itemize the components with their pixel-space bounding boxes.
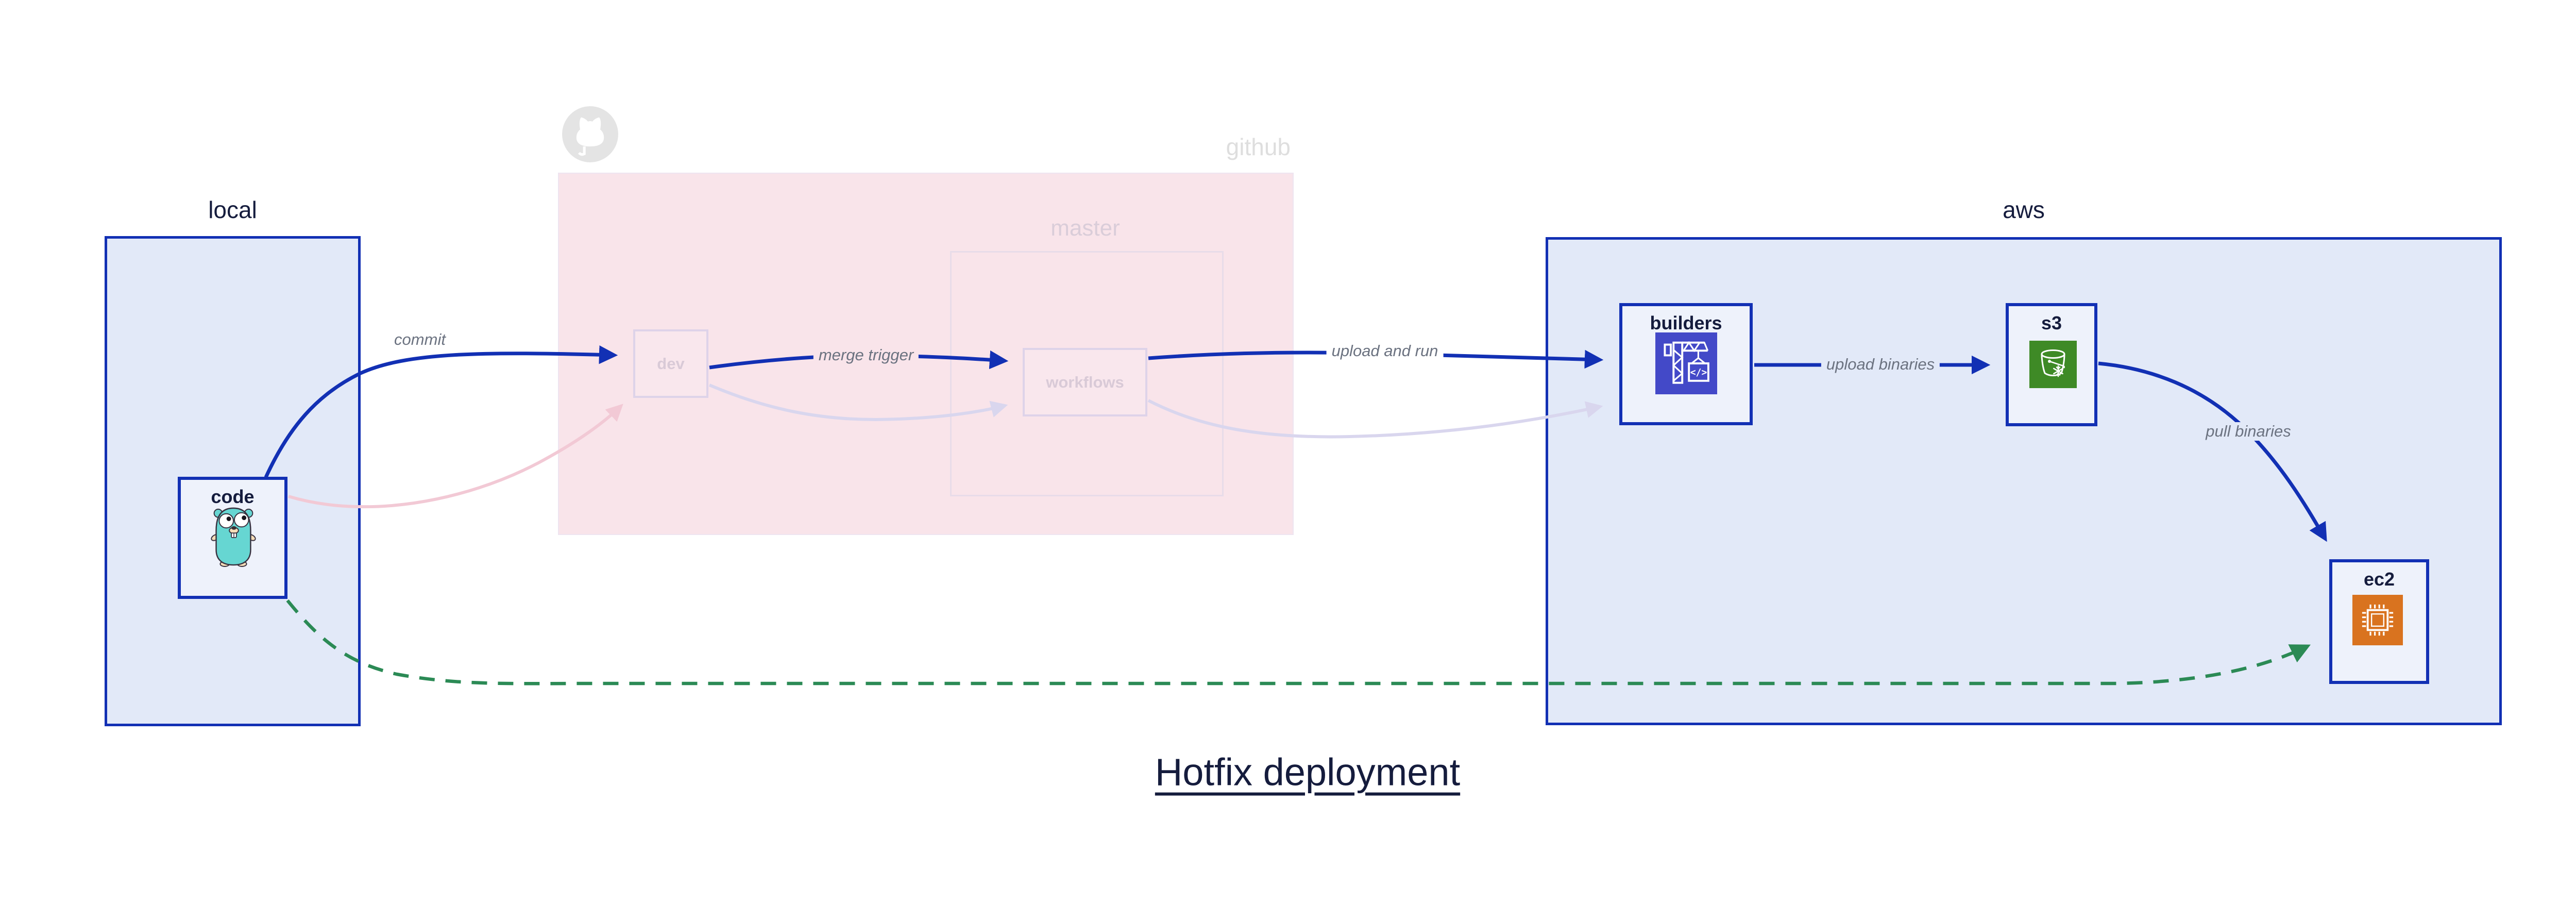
- github-group-label: github: [1226, 133, 1291, 160]
- edge-label-merge-trigger: merge trigger: [813, 346, 919, 364]
- svg-text:</>: </>: [1690, 367, 1707, 378]
- node-workflows: workflows: [1023, 348, 1147, 416]
- node-ec2-label: ec2: [2363, 569, 2395, 590]
- node-dev-label: dev: [657, 354, 685, 373]
- local-group-label: local: [208, 196, 257, 223]
- edge-label-upload-binaries: upload binaries: [1821, 355, 1940, 374]
- edge-label-upload-and-run: upload and run: [1326, 342, 1444, 360]
- master-branch-label: master: [1050, 215, 1120, 241]
- github-octocat-icon: [561, 105, 619, 163]
- node-builders-label: builders: [1650, 312, 1722, 333]
- node-workflows-label: workflows: [1046, 373, 1124, 391]
- node-code-label: code: [211, 486, 255, 507]
- node-s3: s3: [2006, 303, 2097, 426]
- chip-icon: [2352, 595, 2403, 645]
- bucket-snowflake-icon: [2029, 341, 2077, 388]
- node-s3-label: s3: [2041, 312, 2062, 333]
- diagram-title: Hotfix deployment: [1155, 750, 1461, 794]
- node-dev: dev: [633, 329, 708, 398]
- crane-codebuild-icon: </>: [1655, 332, 1717, 394]
- go-gopher-icon: [210, 505, 257, 567]
- aws-group-label: aws: [2003, 196, 2045, 223]
- edge-label-pull-binaries: pull binaries: [2200, 422, 2296, 441]
- master-branch-box: [950, 251, 1224, 496]
- edge-label-commit: commit: [394, 330, 446, 348]
